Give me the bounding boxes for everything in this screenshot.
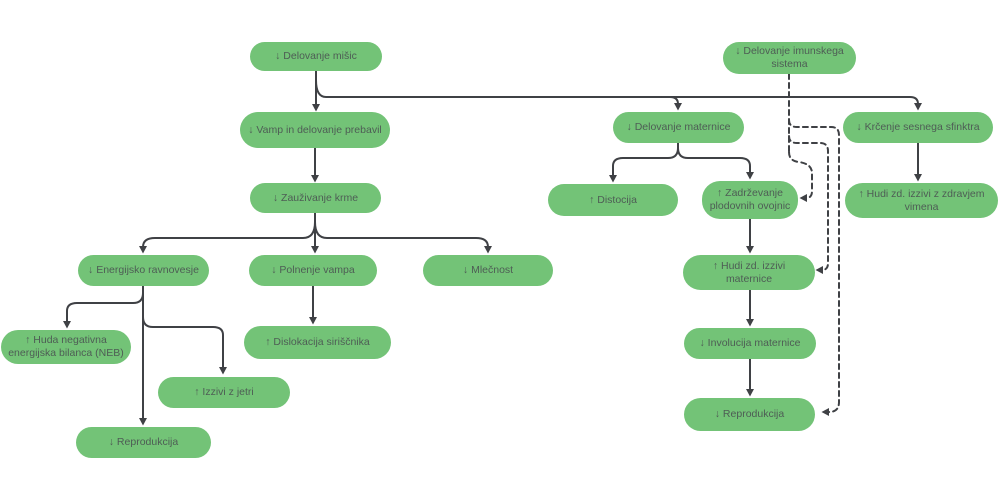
edge-energijsko-neb bbox=[63, 285, 144, 329]
edge-energijsko-jetri bbox=[142, 285, 227, 375]
node-delovanje-maternice: ↓ Delovanje maternice bbox=[613, 112, 744, 143]
node-dislokacija-siriscnika: ↑ Dislokacija siriščnika bbox=[244, 326, 391, 359]
node-zauzivanje-krme: ↓ Zauživanje krme bbox=[250, 183, 381, 213]
edge-misic-maternice bbox=[661, 96, 682, 111]
node-involucija-maternice: ↓ Involucija maternice bbox=[684, 328, 816, 359]
node-reprodukcija-left: ↓ Reprodukcija bbox=[76, 427, 211, 458]
node-energijsko-ravnovesje: ↓ Energijsko ravnovesje bbox=[78, 255, 209, 286]
node-distocija: ↑ Distocija bbox=[548, 184, 678, 216]
node-mlecnost: ↓ Mlečnost bbox=[423, 255, 553, 286]
edge-imunski-zadrzevanje bbox=[788, 151, 813, 202]
edge-maternice-zadrzevanje bbox=[677, 147, 754, 180]
node-zadrzevanje-plodovnih-ovojnic: ↑ Zadrževanje plodovnih ovojnic bbox=[702, 181, 798, 219]
node-delovanje-imunskega-sistema: ↓ Delovanje imunskega sistema bbox=[723, 42, 856, 74]
edge-imunski-reprodukcija bbox=[788, 119, 840, 416]
node-hudi-zd-izzivi-maternice: ↑ Hudi zd. izzivi maternice bbox=[683, 255, 815, 290]
node-huda-negativna-energijska-bilanca: ↑ Huda negativna energijska bilanca (NEB… bbox=[1, 330, 131, 364]
node-krcenje-sesnega-sfinktra: ↓ Krčenje sesnega sfinktra bbox=[843, 112, 993, 143]
edge-imunski-hudimaternice bbox=[788, 135, 829, 274]
edge-zauzivanje-mlecnost bbox=[314, 221, 492, 254]
edge-zauzivanje-energijsko bbox=[139, 221, 316, 254]
node-hudi-zd-izzivi-z-zdravjem-vimena: ↑ Hudi zd. izzivi z zdravjem vimena bbox=[845, 183, 998, 218]
node-delovanje-misic: ↓ Delovanje mišic bbox=[250, 42, 382, 71]
node-vamp-in-delovanje-prebavil: ↓ Vamp in delovanje prebavil bbox=[240, 112, 390, 148]
node-reprodukcija-right: ↓ Reprodukcija bbox=[684, 398, 815, 431]
edge-maternice-distocija bbox=[609, 142, 679, 183]
node-polnenje-vampa: ↓ Polnenje vampa bbox=[249, 255, 377, 286]
node-izzivi-z-jetri: ↑ Izzivi z jetri bbox=[158, 377, 290, 408]
edge-misic-krcenje bbox=[315, 79, 922, 111]
